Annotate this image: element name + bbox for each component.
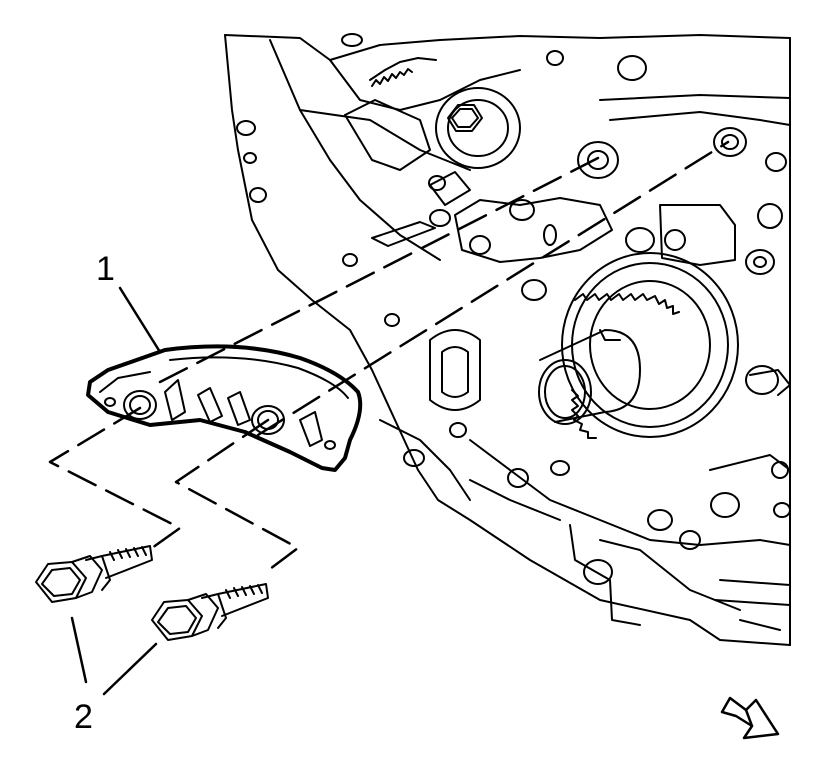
front-direction-arrow-icon xyxy=(720,696,780,740)
callout-leaders xyxy=(70,286,162,696)
guide-bolt-1 xyxy=(35,545,153,603)
callout-label-guide: 1 xyxy=(96,250,115,288)
callout-label-bolts: 2 xyxy=(74,698,93,736)
guide-bolt-2 xyxy=(151,583,269,641)
engine-block xyxy=(224,33,791,646)
alignment-lines xyxy=(48,140,730,574)
timing-chain-guide xyxy=(86,344,363,472)
